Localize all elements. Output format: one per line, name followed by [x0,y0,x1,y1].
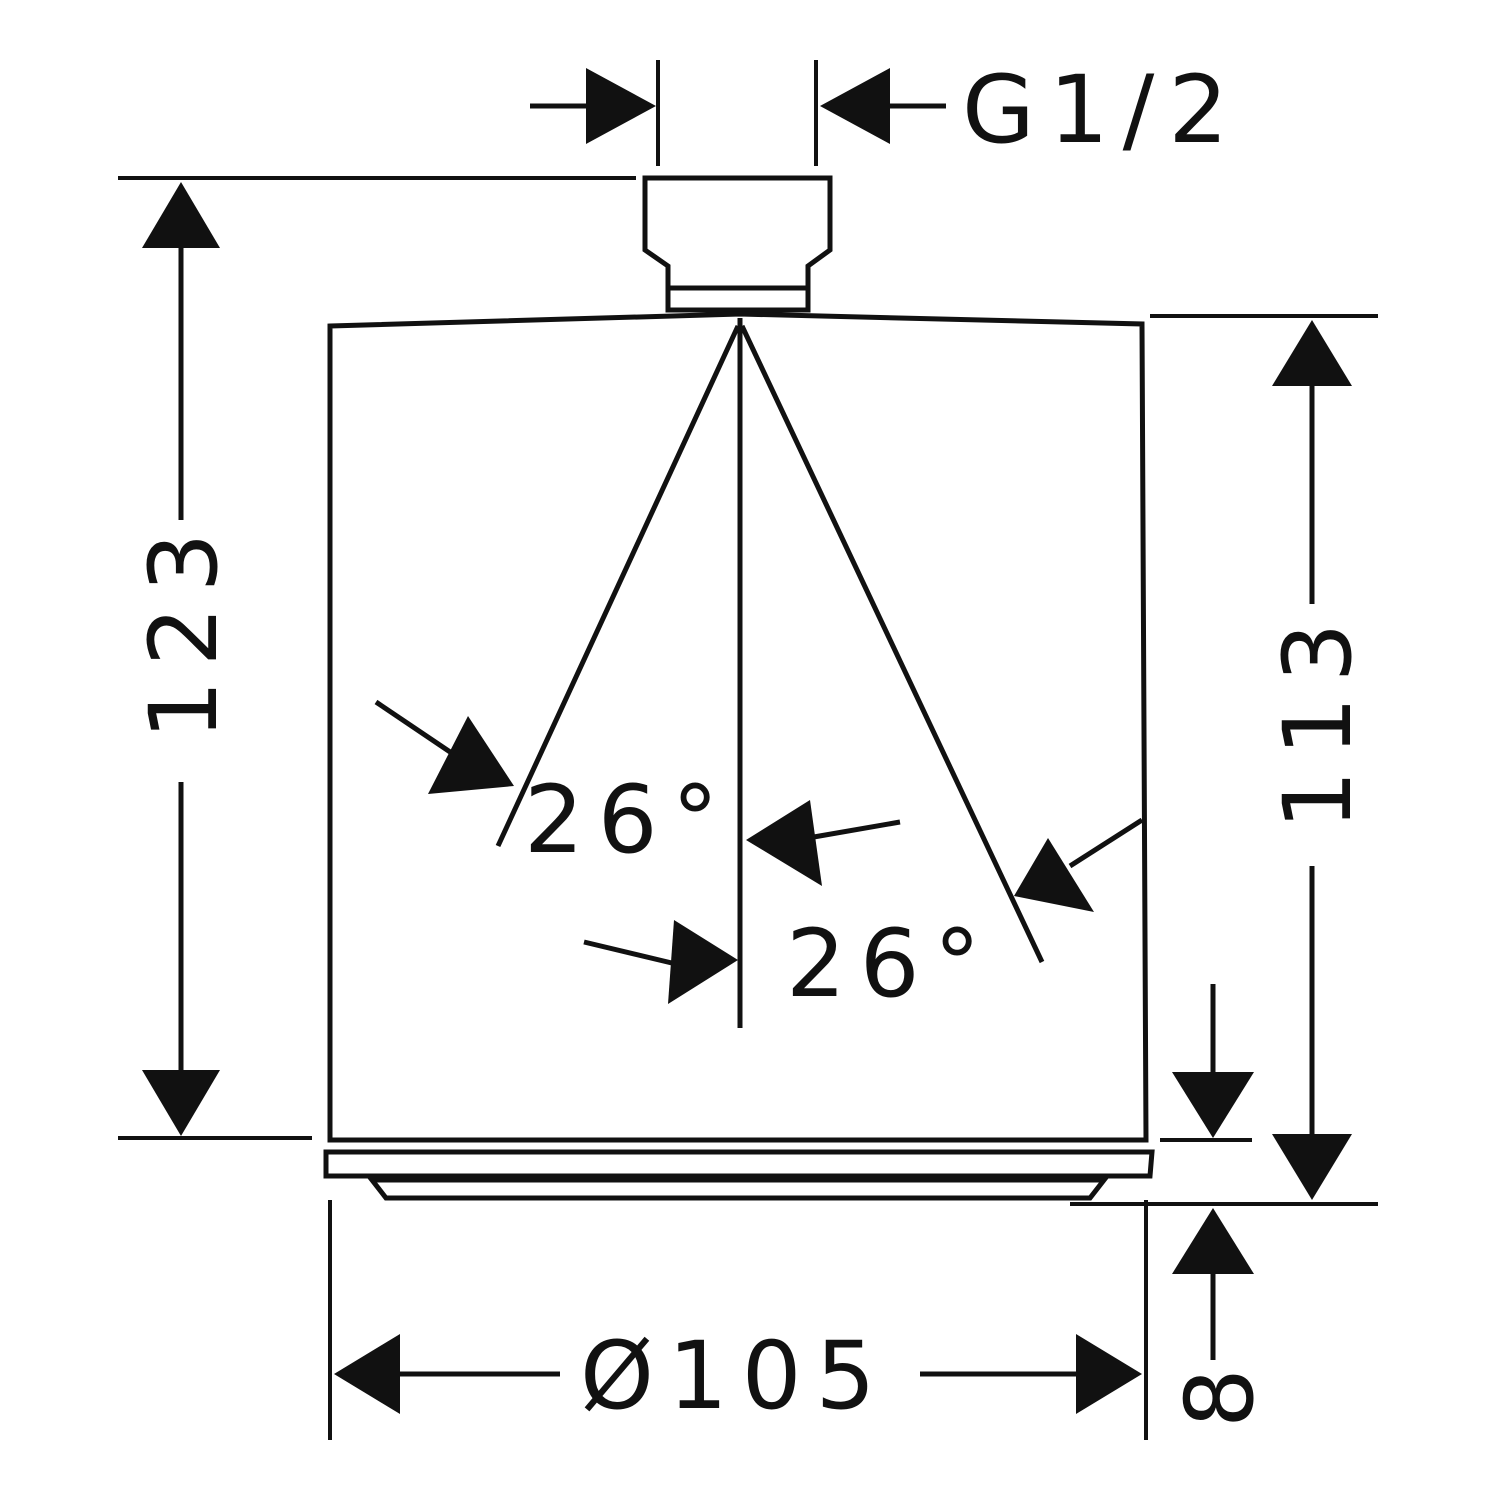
total-height-label: 123 [130,519,239,740]
offset-arrow-down [1172,1072,1254,1138]
thread-dimension: G1/2 [530,56,1242,165]
face-plate [323,1149,1155,1179]
thread-label: G1/2 [962,56,1242,165]
total-height-dimension: 123 [130,182,239,1136]
diameter-label: Ø105 [580,1322,889,1431]
spray-line-left [495,324,741,848]
connector-nut [642,175,833,313]
head-body [327,311,1149,1143]
angle-right-arrow [1014,838,1094,912]
diameter-arrow-right [1076,1334,1142,1414]
total-height-arrow-top [142,182,220,248]
thread-arrow-right [820,68,890,144]
offset-label: 8 [1166,1354,1275,1428]
offset-arrow-up [1172,1208,1254,1274]
spray-angle-left: 26° [374,699,901,886]
body-height-dimension: 113 [1264,320,1373,1200]
extension-lines [118,60,1378,1440]
shower-head-outline [323,175,1155,1201]
spray-line-right [739,324,1045,964]
body-height-arrow-bottom [1272,1134,1352,1200]
nozzle-plate [366,1177,1110,1201]
angle-left-arrow-outer [428,716,514,794]
angle-right-label: 26° [786,910,995,1019]
angle-left-arrow-inner [746,800,822,886]
total-height-arrow-bottom [142,1070,220,1136]
body-height-label: 113 [1264,609,1373,830]
diameter-arrow-left [334,1334,400,1414]
thread-arrow-left [586,68,656,144]
body-height-arrow-top [1272,320,1352,386]
angle-center-arrow [668,920,738,1004]
bottom-offset-dimension: 8 [1166,984,1275,1428]
angle-left-label: 26° [524,766,733,875]
diameter-dimension: Ø105 [334,1322,1142,1431]
spray-angle-right: 26° [583,817,1144,1019]
